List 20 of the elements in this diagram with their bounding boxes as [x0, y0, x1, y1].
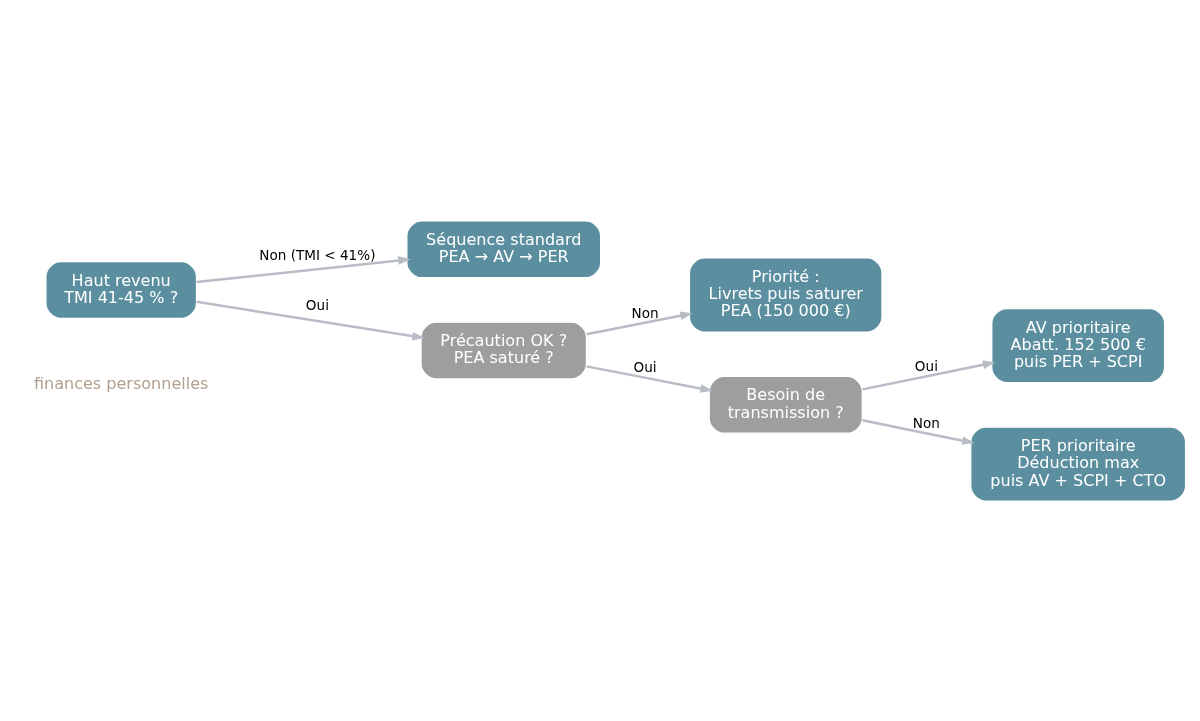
edge-label: Non (TMI < 41%): [259, 246, 376, 263]
edge-label: Oui: [305, 296, 329, 313]
arrow: [196, 300, 425, 340]
label: finances personnelles: [33, 373, 209, 393]
arrow: [586, 310, 693, 335]
node-box: Besoin de transmission ?: [708, 375, 863, 434]
node-box: AV prioritaire Abatt. 152 500 € puis PER + SCPI: [991, 307, 1166, 383]
edge-label: Oui: [914, 357, 938, 374]
node-box: Haut revenu TMI 41-45 % ?: [45, 260, 198, 319]
node-box: Priorité : Livrets puis saturer PEA (150 000 €): [688, 256, 883, 333]
edge-label: Non: [912, 414, 940, 431]
edge-label: Non: [631, 304, 659, 321]
arrow: [196, 255, 411, 283]
arrow: [862, 418, 975, 445]
arrow: [586, 364, 713, 393]
arrow: [862, 360, 996, 391]
node-box: Précaution OK ? PEA saturé ?: [420, 321, 588, 379]
edge-label: Oui: [633, 358, 657, 375]
node-box: PER prioritaire Déduction max puis AV + SCPI + CTO: [970, 425, 1187, 502]
node-box: Séquence standard PEA → AV → PER: [406, 219, 602, 278]
